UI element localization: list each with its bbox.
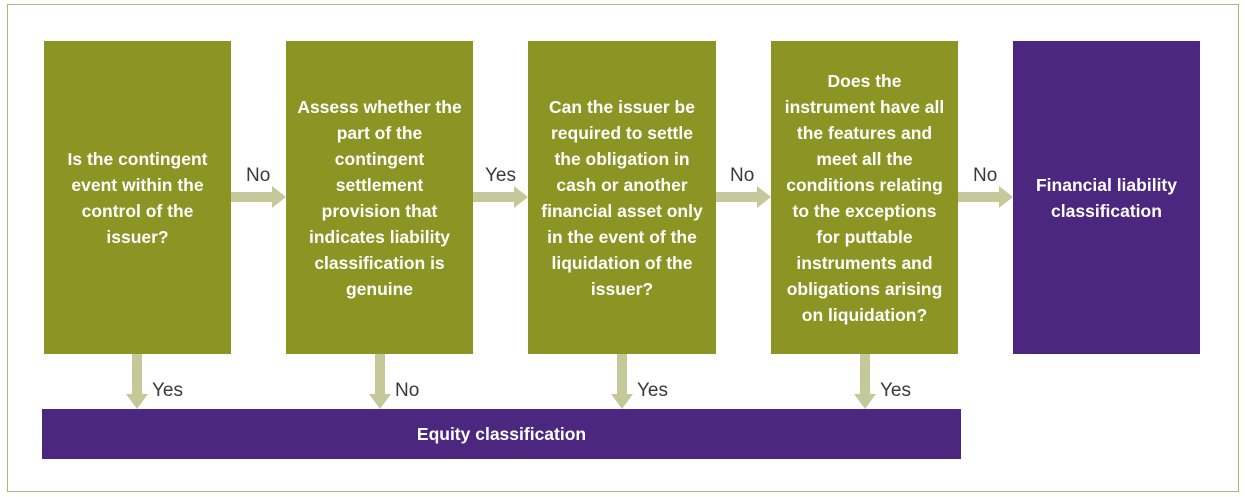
arrow-right-3 [716, 186, 771, 208]
arrow-right-4 [958, 186, 1013, 208]
arrow-right-1 [231, 186, 286, 208]
outcome-box-financial-liability: Financial liability classification [1013, 41, 1200, 354]
label-q2-yes: Yes [485, 165, 516, 186]
label-q4-no: No [973, 165, 998, 186]
question-text-settle-on-liquidation: Can the issuer be required to settle the… [541, 96, 703, 299]
question-text-puttable-exceptions: Does the instrument have all the feature… [784, 70, 945, 325]
outcome-text-equity: Equity classification [416, 424, 587, 444]
outcome-text-financial-liability: Financial liability classification [1035, 174, 1177, 221]
label-q3-no: No [730, 165, 755, 186]
arrow-down-3 [611, 354, 633, 409]
label-q1-no: No [246, 165, 271, 186]
question-box-settle-on-liquidation: Can the issuer be required to settle the… [528, 41, 716, 354]
label-q1-yes: Yes [152, 380, 183, 401]
label-q2-no: No [395, 380, 420, 401]
question-box-contingent-event: Is the contingent event within the contr… [44, 41, 231, 354]
arrow-right-2 [473, 186, 528, 208]
arrow-down-4 [854, 354, 876, 409]
question-text-contingent-event: Is the contingent event within the contr… [67, 148, 208, 247]
arrow-down-1 [126, 354, 148, 409]
outcome-box-equity: Equity classification [42, 409, 961, 459]
label-q4-yes: Yes [880, 380, 911, 401]
arrow-down-2 [369, 354, 391, 409]
question-text-assess-genuine: Assess whether the part of the contingen… [297, 96, 462, 299]
question-box-assess-genuine: Assess whether the part of the contingen… [286, 41, 473, 354]
label-q3-yes: Yes [637, 380, 668, 401]
question-box-puttable-exceptions: Does the instrument have all the feature… [771, 41, 958, 354]
